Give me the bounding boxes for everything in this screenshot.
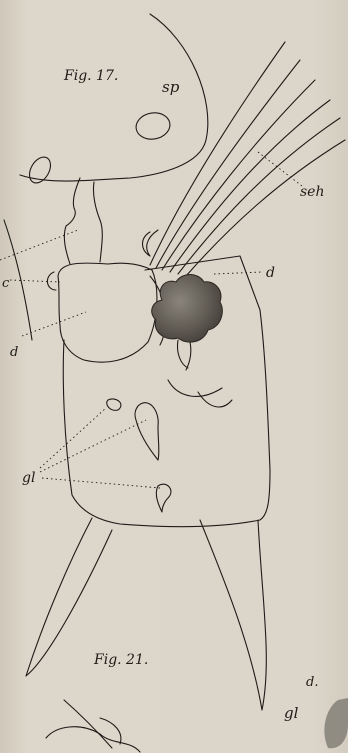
label-gl: gl (22, 470, 35, 486)
label-c: c (2, 276, 10, 291)
label-d-left: d (10, 345, 18, 360)
label-seh: seh (300, 184, 325, 200)
fig21-caption: Fig. 21. (93, 652, 148, 668)
label-d-corner: d. (306, 675, 318, 690)
label-gl-corner: gl (284, 704, 299, 722)
fig17-caption: Fig. 17. (63, 68, 118, 84)
label-sp: sp (162, 78, 180, 96)
label-d-right: d (266, 265, 275, 281)
